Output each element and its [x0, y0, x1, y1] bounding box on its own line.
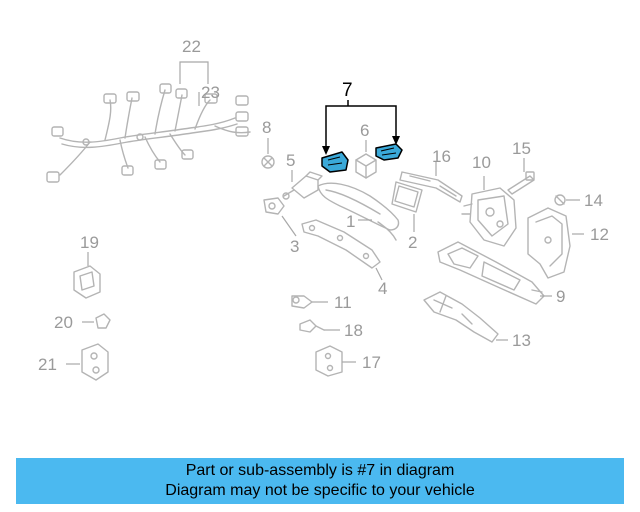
part-19: [73, 265, 101, 299]
door-handle-cover-left: [321, 151, 349, 173]
callout-20: 20: [54, 313, 73, 332]
callout-13: 13: [512, 331, 531, 350]
callout-22: 22: [182, 37, 201, 56]
part-16: [399, 171, 463, 203]
callout-12: 12: [590, 225, 609, 244]
part-21: [81, 343, 109, 381]
part-6: [355, 153, 377, 179]
callout-2: 2: [408, 233, 417, 252]
callout-10: 10: [472, 153, 491, 172]
leader-22: [179, 61, 209, 84]
callout-21: 21: [38, 355, 57, 374]
part-14: [554, 194, 566, 206]
part-5: [282, 171, 323, 200]
part-10-latch: [461, 187, 517, 247]
callout-5: 5: [286, 151, 295, 170]
caption-banner: Part or sub-assembly is #7 in diagram Di…: [16, 458, 624, 504]
door-handle-cover-right: [375, 143, 403, 161]
callout-8: 8: [262, 118, 271, 137]
part-20: [95, 313, 111, 329]
caption-line-2: Diagram may not be specific to your vehi…: [165, 482, 475, 499]
part-2-gasket: [391, 181, 423, 213]
part-13: [423, 291, 499, 343]
part-4-rod: [301, 219, 381, 269]
callout-9: 9: [556, 287, 565, 306]
callout-11: 11: [334, 293, 352, 312]
callout-3: 3: [290, 237, 299, 256]
callout-14: 14: [584, 191, 603, 210]
callout-4: 4: [378, 279, 387, 298]
part-11: [291, 295, 313, 309]
wiring-harness: [46, 83, 251, 183]
callout-1: 1: [346, 212, 355, 231]
part-17-striker: [315, 345, 343, 377]
callout-18: 18: [344, 321, 363, 340]
part-18: [299, 319, 325, 333]
callout-16: 16: [432, 147, 451, 166]
leader-7: [325, 105, 397, 150]
part-8: [261, 155, 275, 169]
callout-17: 17: [362, 353, 381, 372]
part-1-handle: [317, 182, 400, 241]
part-9-inner-handle: [437, 241, 545, 305]
callout-6: 6: [360, 121, 369, 140]
callout-7: 7: [342, 80, 353, 101]
callout-19: 19: [80, 233, 99, 252]
caption-line-1: Part or sub-assembly is #7 in diagram: [185, 462, 455, 479]
callout-23: 23: [201, 83, 220, 102]
part-15: [507, 171, 535, 195]
part-3: [263, 197, 285, 215]
part-12-cover: [527, 207, 571, 279]
callout-15: 15: [512, 139, 531, 158]
parts-diagram: 22 23 7 6 8 5 1: [38, 37, 609, 381]
